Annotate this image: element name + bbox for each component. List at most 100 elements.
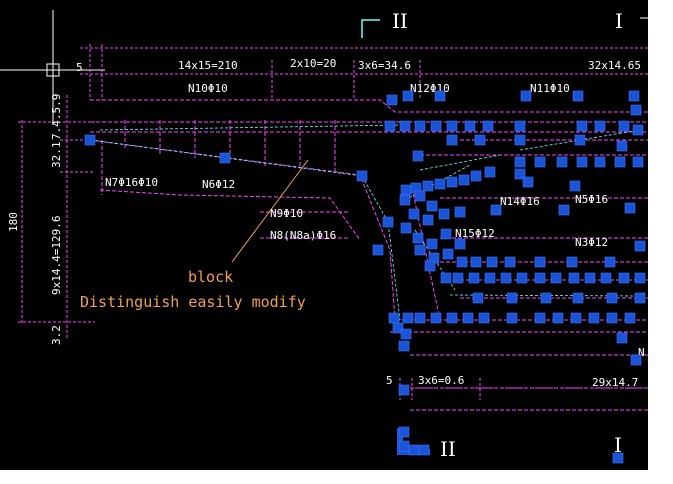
grip-handle[interactable] [550,272,562,284]
grip-handle[interactable] [422,214,434,226]
grip-handle[interactable] [474,134,486,146]
grip-handle[interactable] [392,322,404,334]
grip-handle[interactable] [490,204,502,216]
grip-handle[interactable] [430,312,442,324]
grip-handle[interactable] [628,90,640,102]
grip-handle[interactable] [534,272,546,284]
grip-handle[interactable] [484,272,496,284]
grip-handle[interactable] [422,180,434,192]
grip-handle[interactable] [552,312,564,324]
grip-handle[interactable] [414,190,426,202]
grip-handle[interactable] [398,426,410,438]
grip-handle[interactable] [618,120,630,132]
grip-handle[interactable] [540,292,552,304]
grip-handle[interactable] [446,120,458,132]
grip-handle[interactable] [594,120,606,132]
grip-handle[interactable] [398,384,410,396]
grip-handle[interactable] [434,90,446,102]
grip-handle[interactable] [414,244,426,256]
grip-handle[interactable] [500,272,512,284]
grip-handle[interactable] [558,204,570,216]
grip-handle[interactable] [632,124,644,136]
grip-handle[interactable] [472,292,484,304]
grip-handle[interactable] [572,90,584,102]
grip-handle[interactable] [514,134,526,146]
grip-handle[interactable] [384,120,396,132]
grip-handle[interactable] [614,156,626,168]
grip-handle[interactable] [398,340,410,352]
grip-handle[interactable] [470,256,482,268]
grip-handle[interactable] [612,452,624,464]
grip-handle[interactable] [408,208,420,220]
grip-handle[interactable] [634,292,646,304]
grip-handle[interactable] [606,292,618,304]
grip-handle[interactable] [624,202,636,214]
grip-handle[interactable] [570,312,582,324]
grip-handle[interactable] [556,156,568,168]
grip-handle[interactable] [484,166,496,178]
grip-handle[interactable] [576,120,588,132]
grip-handle[interactable] [84,134,96,146]
grip-handle[interactable] [446,176,458,188]
grip-handle[interactable] [516,272,528,284]
grip-handle[interactable] [462,312,474,324]
grip-handle[interactable] [372,244,384,256]
grip-handle[interactable] [630,104,642,116]
grip-handle[interactable] [219,152,231,164]
grip-handle[interactable] [504,256,516,268]
grip-handle[interactable] [506,312,518,324]
grip-handle[interactable] [446,134,458,146]
grip-handle[interactable] [624,312,636,324]
grip-handle[interactable] [630,354,642,366]
grip-handle[interactable] [584,272,596,284]
grip-handle[interactable] [446,312,458,324]
grip-handle[interactable] [454,238,466,250]
grip-handle[interactable] [616,332,628,344]
grip-handle[interactable] [456,256,468,268]
grip-handle[interactable] [576,156,588,168]
grip-handle[interactable] [632,156,644,168]
grip-handle[interactable] [566,256,578,268]
grip-handle[interactable] [402,312,414,324]
grip-handle[interactable] [514,156,526,168]
selection-grips[interactable] [84,90,646,464]
grip-handle[interactable] [634,272,646,284]
grip-handle[interactable] [468,272,480,284]
grip-handle[interactable] [534,156,546,168]
grip-handle[interactable] [414,120,426,132]
grip-handle[interactable] [412,232,424,244]
grip-handle[interactable] [430,120,442,132]
grip-handle[interactable] [470,170,482,182]
grip-handle[interactable] [514,120,526,132]
grip-handle[interactable] [399,120,411,132]
grip-handle[interactable] [400,184,412,196]
grip-handle[interactable] [454,206,466,218]
grip-handle[interactable] [486,256,498,268]
grip-handle[interactable] [424,260,436,272]
grip-handle[interactable] [400,222,412,234]
grip-handle[interactable] [426,238,438,250]
grip-handle[interactable] [514,168,526,180]
grip-handle[interactable] [388,312,400,324]
grip-handle[interactable] [569,180,581,192]
grip-handle[interactable] [434,178,446,190]
grip-handle[interactable] [574,134,586,146]
grip-handle[interactable] [458,174,470,186]
grip-handle[interactable] [399,194,411,206]
grip-handle[interactable] [414,312,426,324]
grip-handle[interactable] [534,256,546,268]
grip-handle[interactable] [412,150,424,162]
grip-handle[interactable] [618,272,630,284]
grip-handle[interactable] [356,170,368,182]
grip-handle[interactable] [568,272,580,284]
grip-handle[interactable] [506,292,518,304]
grip-handle[interactable] [464,120,476,132]
grip-handle[interactable] [452,272,464,284]
grip-handle[interactable] [382,216,394,228]
grip-handle[interactable] [482,120,494,132]
grip-handle[interactable] [400,328,412,340]
drawing-canvas[interactable]: II I 5 14x15=210 2x10=20 3x6=34.6 32x14.… [0,0,648,470]
grip-handle[interactable] [440,272,452,284]
grip-handle[interactable] [402,90,414,102]
grip-handle[interactable] [418,444,430,456]
